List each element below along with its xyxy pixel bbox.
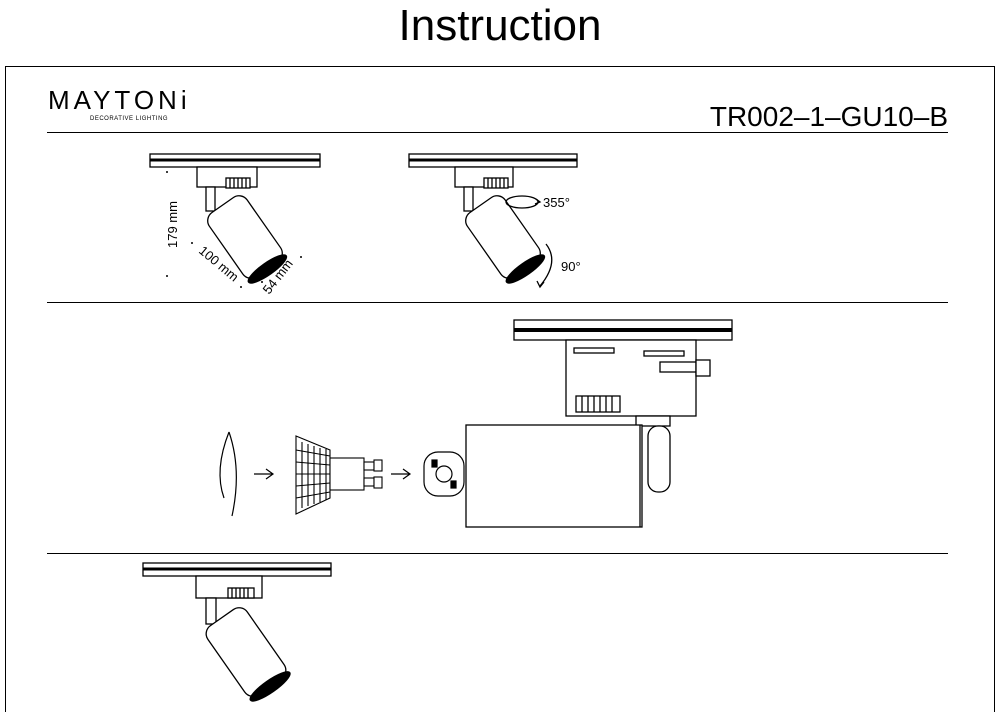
section-divider-2 (47, 553, 948, 554)
rotation-horizontal-label: 355° (543, 195, 570, 210)
brand-tagline: DECORATIVE LIGHTING (90, 116, 169, 122)
instruction-frame (5, 66, 995, 712)
gu10-bulb-icon (295, 435, 383, 515)
model-number: TR002–1–GU10–B (709, 101, 948, 132)
section-divider-1 (47, 302, 948, 303)
brand-logo: MAYTONi (48, 85, 191, 115)
track-spotlight-icon (408, 153, 578, 284)
lamp-socket-icon (423, 451, 465, 497)
step-arrow-icon (254, 468, 412, 480)
dimension-height-label: 179 mm (165, 201, 180, 248)
track-spotlight-icon (142, 562, 332, 702)
lens-ring-icon (219, 431, 237, 517)
rotate-arrow-icon (505, 195, 553, 289)
rotation-vertical-label: 90° (561, 259, 581, 274)
page-title: Instruction (398, 1, 602, 50)
header-divider (47, 132, 948, 133)
dimension-marks (166, 171, 302, 288)
track-spotlight-icon (149, 153, 321, 284)
track-spotlight-icon (465, 319, 733, 528)
